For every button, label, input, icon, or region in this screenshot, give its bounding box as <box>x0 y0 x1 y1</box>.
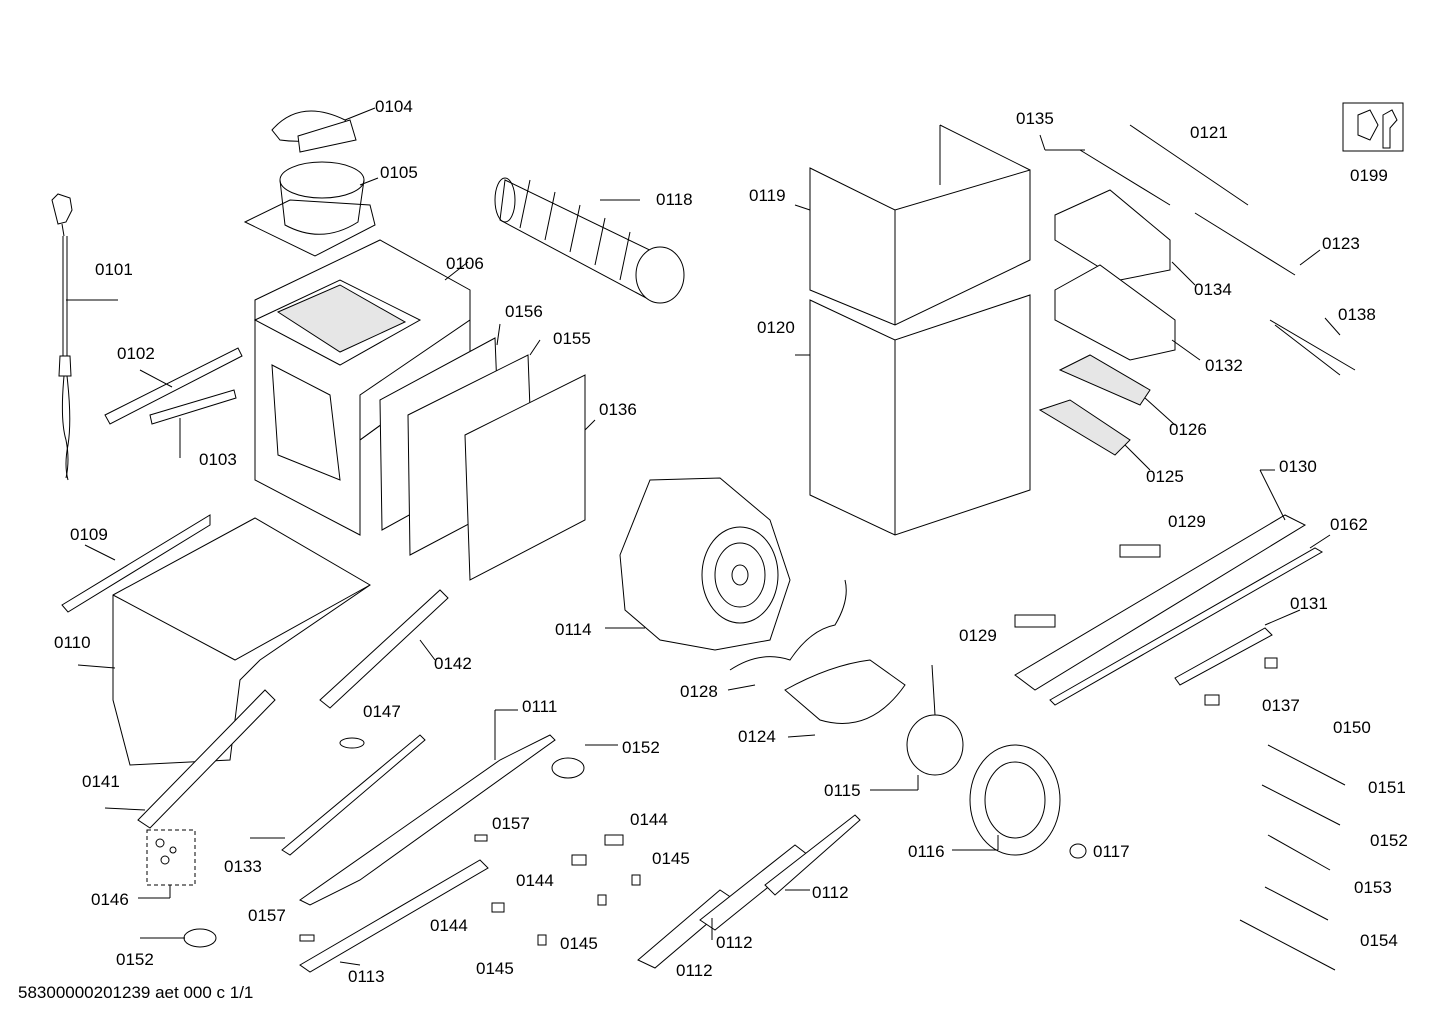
part-label: 0199 <box>1350 166 1388 185</box>
part-label: 0114 <box>555 620 592 639</box>
part-label: 0124 <box>738 727 776 746</box>
part-label: 0101 <box>95 260 133 279</box>
part-label: 0113 <box>348 967 385 986</box>
part-label: 0137 <box>1262 696 1300 715</box>
part-label: 0131 <box>1290 594 1328 613</box>
air-outlet-collar-part <box>243 161 376 257</box>
part-label: 0112 <box>716 933 753 952</box>
part-label: 0150 <box>1333 718 1371 737</box>
light-strip-part <box>1014 514 1324 706</box>
blower-housing-part <box>619 477 791 651</box>
part-label: 0110 <box>54 633 91 652</box>
part-label: 0135 <box>1016 109 1054 128</box>
part-label: 0136 <box>599 400 637 419</box>
part-label: 0125 <box>1146 467 1184 486</box>
part-label: 0112 <box>676 961 713 980</box>
part-label: 0152 <box>1370 831 1408 850</box>
part-label: 0152 <box>622 738 660 757</box>
grommet-part <box>183 757 585 948</box>
part-label: 0157 <box>248 906 286 925</box>
fan-wheel-part <box>969 744 1061 856</box>
mounting-rail-part <box>104 347 243 425</box>
part-label: 0134 <box>1194 280 1232 299</box>
part-label: 0118 <box>656 190 693 209</box>
lower-chimney-part <box>809 294 1031 536</box>
part-label: 0104 <box>375 97 413 116</box>
clip-part <box>299 834 641 946</box>
part-label: 0111 <box>522 697 558 716</box>
flexible-hose-part <box>494 177 685 304</box>
part-label: 0157 <box>492 814 530 833</box>
fan-motor-part <box>906 664 964 776</box>
part-label: 0129 <box>1168 512 1206 531</box>
part-label: 0106 <box>446 254 484 273</box>
part-label: 0145 <box>560 934 598 953</box>
power-cord-part <box>51 193 73 481</box>
part-label: 0121 <box>1190 123 1228 142</box>
part-label: 0112 <box>812 883 849 902</box>
part-label: 0144 <box>630 810 668 829</box>
part-label: 0117 <box>1093 842 1130 861</box>
part-label: 0145 <box>652 849 690 868</box>
wrench-nut-icon <box>1342 102 1404 152</box>
part-label: 0152 <box>116 950 154 969</box>
part-label: 0138 <box>1338 305 1376 324</box>
cable-part <box>1079 124 1356 971</box>
screw-set-part <box>146 829 196 886</box>
part-label: 0132 <box>1205 356 1243 375</box>
part-label: 0133 <box>224 857 262 876</box>
part-label: 0142 <box>434 654 472 673</box>
grease-filter-part <box>637 814 861 969</box>
backflow-flap-part <box>271 110 357 153</box>
part-label: 0126 <box>1169 420 1207 439</box>
drawing-number: 58300000201239 aet 000 c 1/1 <box>18 983 254 1002</box>
nut-part <box>1069 843 1087 859</box>
part-label: 0144 <box>516 871 554 890</box>
part-label: 0156 <box>505 302 543 321</box>
baffle-filter-part <box>281 734 556 973</box>
part-label: 0147 <box>363 702 401 721</box>
part-label: 0153 <box>1354 878 1392 897</box>
part-label: 0145 <box>476 959 514 978</box>
part-label: 0155 <box>553 329 591 348</box>
part-label: 0109 <box>70 525 108 544</box>
part-label: 0116 <box>908 842 945 861</box>
chimney-housing-part <box>253 239 471 536</box>
upper-chimney-part <box>809 124 1031 326</box>
part-label: 0144 <box>430 916 468 935</box>
part-label: 0103 <box>199 450 237 469</box>
part-label: 0119 <box>749 186 786 205</box>
part-label: 0120 <box>757 318 795 337</box>
part-label: 0146 <box>91 890 129 909</box>
hood-canopy-part <box>61 514 449 829</box>
part-label: 0128 <box>680 682 718 701</box>
part-label: 0102 <box>117 344 155 363</box>
part-label: 0105 <box>380 163 418 182</box>
part-label: 0123 <box>1322 234 1360 253</box>
part-label: 0151 <box>1368 778 1406 797</box>
heating-coil-part <box>729 579 906 724</box>
part-label: 0162 <box>1330 515 1368 534</box>
part-label: 0130 <box>1279 457 1317 476</box>
part-label: 0129 <box>959 626 997 645</box>
part-label: 0141 <box>82 772 120 791</box>
electronics-housing-part <box>1038 189 1176 456</box>
filter-panel-part <box>379 337 586 581</box>
part-label: 0154 <box>1360 931 1398 950</box>
part-label: 0115 <box>824 781 861 800</box>
